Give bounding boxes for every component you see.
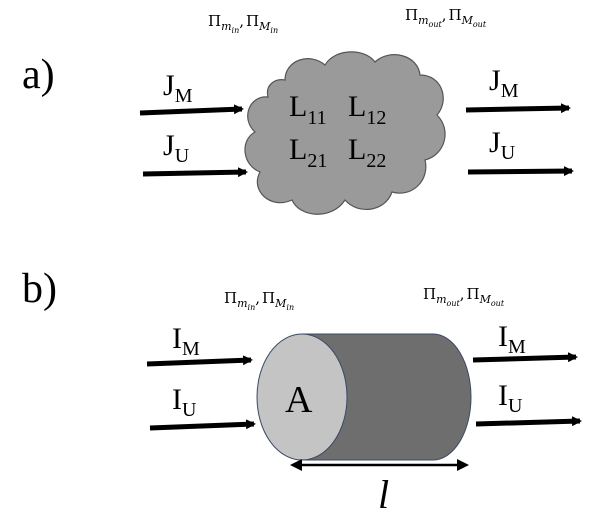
flux-out-top-label: JM [489,64,519,102]
face-area-label: A [285,379,313,421]
current-in-bottom-label: IU [172,383,197,421]
pi-out-label-b: Πmout,ΠMout [423,285,505,308]
flux-in-top-label: JM [163,69,193,107]
panel-a: a) Πmin,ΠMin Πmout,ΠMout L11 L12 L21 L22… [22,6,574,215]
arrow-in-bottom-a [142,167,248,178]
arrow-out-top-a [465,103,571,114]
matrix-l11: L11 [289,90,327,129]
arrow-in-top-b [146,355,253,367]
panel-a-label: a) [22,52,55,98]
matrix-l21: L21 [289,133,327,172]
arrow-out-bottom-a [467,166,574,177]
matrix-l12: L12 [348,90,386,129]
pi-in-label-a: Πmin,ΠMin [208,12,278,35]
current-out-bottom-label: IU [498,379,523,417]
current-in-top-label: IM [172,322,200,360]
arrow-in-bottom-b [149,419,256,431]
pi-out-label-a: Πmout,ΠMout [405,6,487,29]
panel-b: b) Πmin,ΠMin Πmout,ΠMout A l IM IU IM IU [22,266,582,517]
matrix-l22: L22 [348,133,386,172]
cloud-shape [244,51,446,215]
flux-in-bottom-label: JU [163,129,190,167]
length-label: l [378,472,389,517]
flux-out-bottom-label: JU [489,126,516,164]
length-arrow-right-head [457,459,469,471]
arrow-out-top-b [472,352,578,363]
length-arrow-left-head [290,459,302,471]
cylinder-body [301,333,472,461]
panel-b-label: b) [22,266,57,312]
arrow-out-bottom-b [475,416,582,427]
pi-in-label-b: Πmin,ΠMin [224,289,294,312]
arrow-in-top-a [139,104,244,116]
current-out-top-label: IM [498,320,526,358]
